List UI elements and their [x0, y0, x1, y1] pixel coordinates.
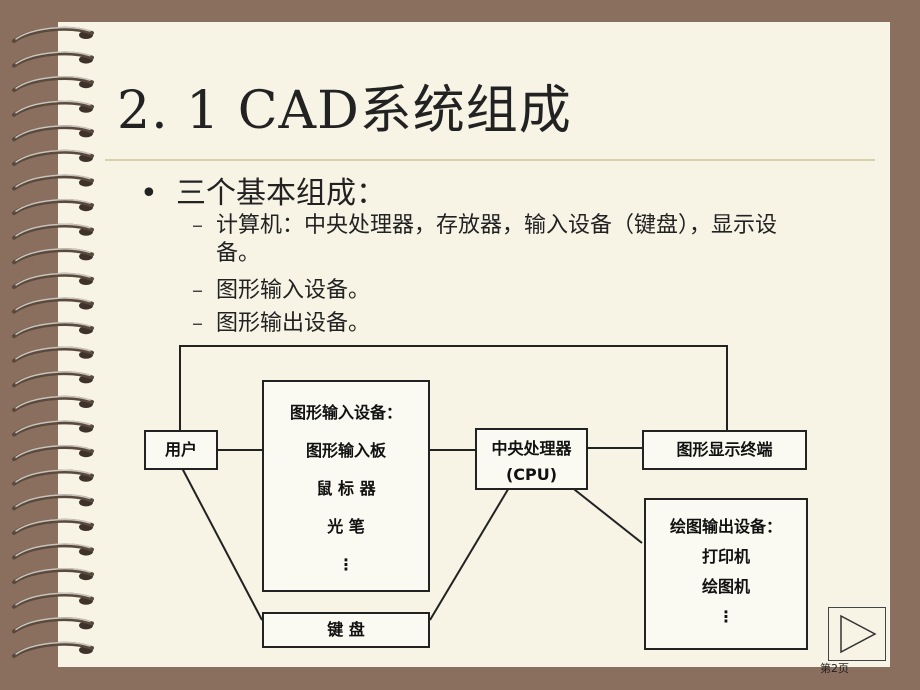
keyboard-box: 键 盘 [262, 612, 430, 648]
cpu-box: 中央处理器 (CPU) [475, 428, 588, 490]
input-devices-title: 图形输入设备： [289, 403, 402, 422]
binding-ring-icon [12, 125, 94, 142]
binding-ring-icon [12, 223, 94, 240]
user-box: 用户 [144, 430, 218, 470]
dash-icon: – [192, 278, 203, 303]
dash-icon: – [192, 213, 203, 238]
binding-ring-icon [12, 592, 94, 609]
sub-bullet-text: 图形输出设备。 [216, 311, 371, 336]
user-label: 用户 [164, 440, 197, 459]
binding-ring-icon [12, 617, 94, 634]
binding-ring-icon [12, 641, 94, 658]
main-bullet-text: 三个基本组成： [176, 176, 386, 211]
display-terminal-box: 图形显示终端 [642, 430, 807, 470]
input-device-mouse: 鼠 标 器 [316, 479, 376, 498]
binding-ring-icon [12, 395, 94, 412]
binding-ring-icon [12, 346, 94, 363]
binding-ring-icon [12, 518, 94, 535]
cpu-label: 中央处理器 [491, 439, 572, 458]
sub-bullet-computer: –计算机：中央处理器，存放器，输入设备（键盘），显示设备。 [192, 212, 816, 268]
binding-ring-icon [12, 198, 94, 216]
bullet-dot-icon: • [140, 176, 158, 211]
connector-keyboard-cpu [429, 485, 511, 621]
sub-bullet-text: 图形输入设备。 [216, 278, 371, 303]
binding-ring-icon [12, 51, 94, 68]
input-device-more: ⋮ [338, 555, 354, 574]
binding-ring-icon [12, 100, 94, 117]
diagram-connectors [179, 345, 728, 621]
binding-ring-icon [12, 321, 94, 339]
play-triangle-icon [840, 614, 877, 654]
title-divider [105, 159, 875, 161]
display-terminal-label: 图形显示终端 [676, 440, 773, 459]
binding-ring-icon [12, 248, 94, 265]
output-device-printer: 打印机 [701, 547, 750, 566]
binding-ring-icon [12, 149, 94, 166]
binding-ring-icon [12, 567, 94, 585]
cad-system-diagram: 用户 图形输入设备： 图形输入板 鼠 标 器 光 笔 ⋮ 中央处理器 (CPU)… [130, 338, 830, 668]
binding-ring-icon [12, 469, 94, 486]
next-slide-button[interactable] [828, 607, 886, 661]
dash-icon: – [192, 311, 203, 336]
main-bullet: • 三个基本组成： [140, 168, 386, 212]
binding-ring-icon [12, 297, 94, 314]
binding-ring-icon [12, 272, 94, 289]
cpu-abbrev: (CPU) [505, 465, 558, 484]
binding-ring-icon [12, 75, 94, 93]
sub-bullet-input: –图形输入设备。 [192, 277, 816, 305]
input-device-tablet: 图形输入板 [305, 441, 386, 460]
connector-cpu-output [569, 485, 643, 544]
page-number: 第2页 [820, 662, 849, 675]
binding-ring-icon [12, 174, 94, 191]
input-devices-box: 图形输入设备： 图形输入板 鼠 标 器 光 笔 ⋮ [262, 380, 430, 592]
binding-ring-icon [12, 444, 94, 462]
binding-ring-icon [12, 371, 94, 388]
output-device-plotter: 绘图机 [701, 577, 750, 596]
connector-user-keyboard [181, 467, 263, 621]
keyboard-label: 键 盘 [327, 620, 365, 639]
sub-bullet-output: –图形输出设备。 [192, 310, 816, 338]
output-devices-title: 绘图输出设备： [669, 517, 782, 536]
binding-ring-icon [12, 494, 94, 511]
input-device-lightpen: 光 笔 [327, 517, 365, 536]
binding-ring-icon [12, 420, 94, 437]
output-device-more: ⋮ [718, 607, 734, 626]
binding-ring-icon [12, 26, 94, 43]
binding-ring-icon [12, 543, 94, 560]
connector-user-display [179, 345, 728, 430]
sub-bullet-text: 计算机：中央处理器，存放器，输入设备（键盘），显示设备。 [216, 213, 778, 266]
output-devices-box: 绘图输出设备： 打印机 绘图机 ⋮ [644, 498, 808, 650]
spiral-binding-icon [12, 26, 94, 658]
slide-title: 2. 1 CAD系统组成 [117, 81, 572, 141]
